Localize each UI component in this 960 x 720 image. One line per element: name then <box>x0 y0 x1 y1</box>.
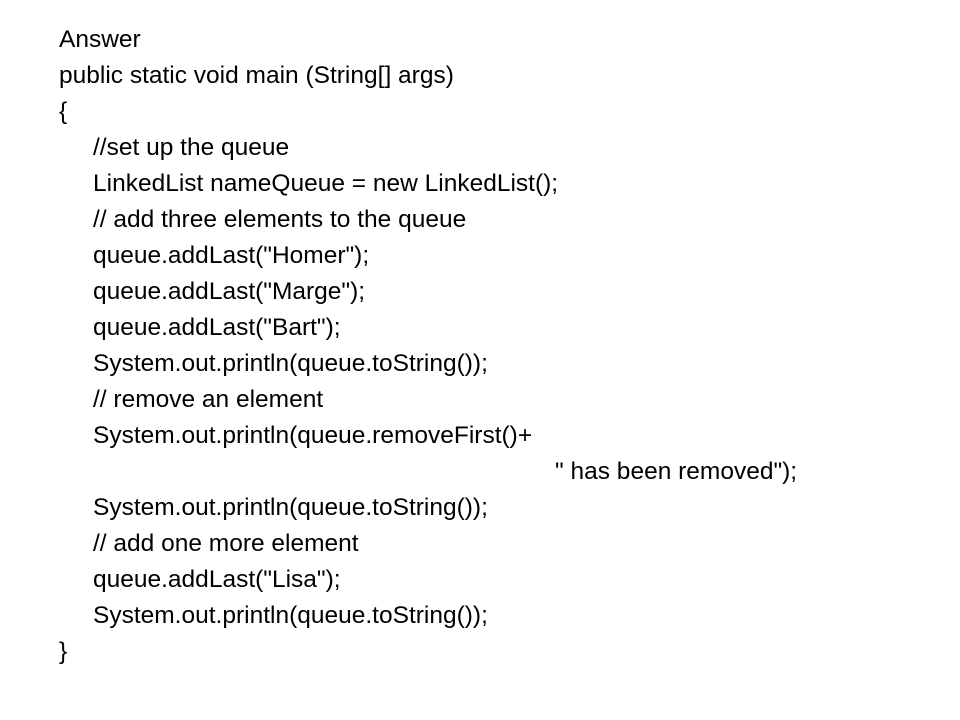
code-line-declare-queue: LinkedList nameQueue = new LinkedList(); <box>93 170 559 197</box>
code-line-add-homer: queue.addLast("Homer"); <box>93 242 370 269</box>
code-line-comment-setup: //set up the queue <box>93 134 290 161</box>
code-line-comment-remove: // remove an element <box>93 386 324 413</box>
code-line-add-marge: queue.addLast("Marge"); <box>93 278 366 305</box>
code-line-close-brace: } <box>59 638 68 665</box>
code-line-removed-message: " has been removed"); <box>555 458 798 485</box>
code-line-open-brace: { <box>59 98 68 125</box>
code-line-add-lisa: queue.addLast("Lisa"); <box>93 566 341 593</box>
code-line-method-signature: public static void main (String[] args) <box>59 62 454 89</box>
code-line-comment-add-one: // add one more element <box>93 530 359 557</box>
slide-title: Answer <box>59 26 141 53</box>
code-block: Answer public static void main (String[]… <box>59 22 939 670</box>
code-line-print-remove-first: System.out.println(queue.removeFirst()+ <box>93 422 533 449</box>
code-line-print-queue-3: System.out.println(queue.toString()); <box>93 602 488 629</box>
code-line-print-queue-1: System.out.println(queue.toString()); <box>93 350 488 377</box>
code-line-print-queue-2: System.out.println(queue.toString()); <box>93 494 488 521</box>
code-line-add-bart: queue.addLast("Bart"); <box>93 314 341 341</box>
code-line-comment-add-three: // add three elements to the queue <box>93 206 467 233</box>
